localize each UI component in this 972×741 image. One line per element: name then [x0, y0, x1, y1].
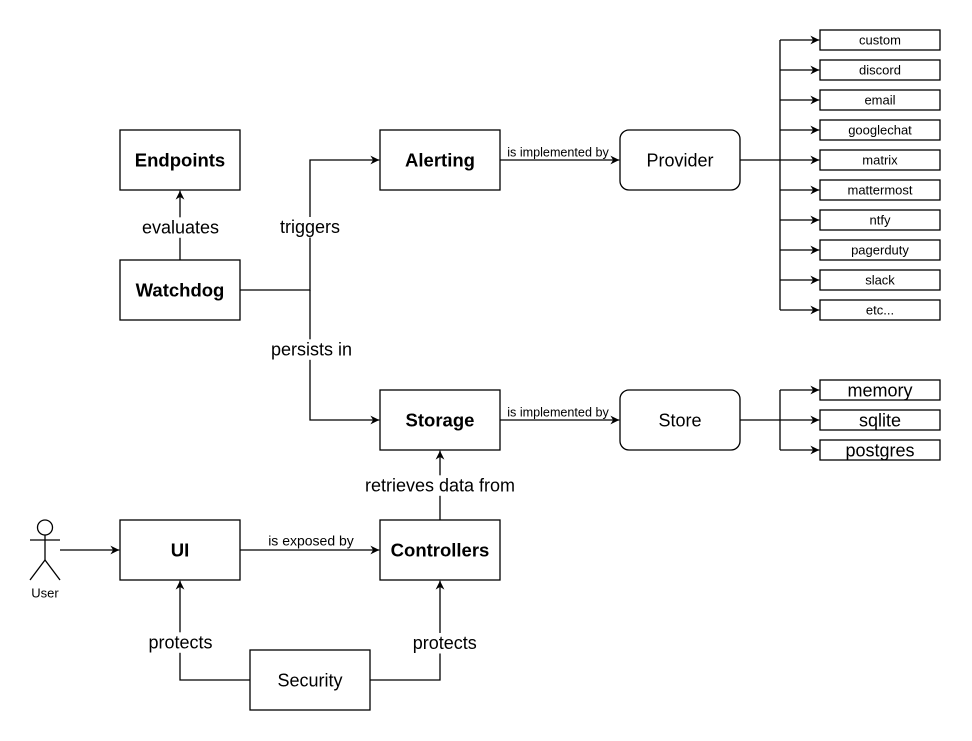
svg-text:Controllers: Controllers [391, 540, 490, 561]
svg-text:discord: discord [859, 63, 901, 78]
svg-text:is implemented by: is implemented by [507, 145, 609, 159]
svg-text:evaluates: evaluates [142, 217, 219, 237]
svg-text:Provider: Provider [646, 150, 713, 170]
svg-text:Store: Store [658, 410, 701, 430]
svg-text:email: email [864, 93, 895, 108]
svg-text:googlechat: googlechat [848, 123, 912, 138]
svg-text:triggers: triggers [280, 217, 340, 237]
svg-text:custom: custom [859, 33, 901, 48]
svg-text:UI: UI [171, 540, 190, 561]
svg-text:protects: protects [413, 633, 477, 653]
svg-text:postgres: postgres [845, 440, 914, 460]
svg-text:etc...: etc... [866, 303, 894, 318]
svg-text:is implemented by: is implemented by [507, 405, 609, 419]
svg-text:protects: protects [148, 632, 212, 652]
svg-text:Endpoints: Endpoints [135, 150, 225, 171]
svg-text:is exposed by: is exposed by [268, 533, 354, 549]
svg-text:mattermost: mattermost [847, 183, 912, 198]
svg-text:Security: Security [277, 670, 342, 690]
svg-text:User: User [31, 586, 59, 601]
svg-text:Watchdog: Watchdog [136, 280, 225, 301]
svg-text:Storage: Storage [406, 410, 475, 431]
svg-text:Alerting: Alerting [405, 150, 475, 171]
svg-text:slack: slack [865, 273, 895, 288]
svg-text:retrieves data from: retrieves data from [365, 475, 515, 495]
svg-text:memory: memory [847, 380, 912, 400]
svg-text:persists in: persists in [271, 339, 352, 359]
svg-text:matrix: matrix [862, 153, 898, 168]
svg-text:ntfy: ntfy [870, 213, 891, 228]
svg-text:pagerduty: pagerduty [851, 243, 909, 258]
svg-text:sqlite: sqlite [859, 410, 901, 430]
